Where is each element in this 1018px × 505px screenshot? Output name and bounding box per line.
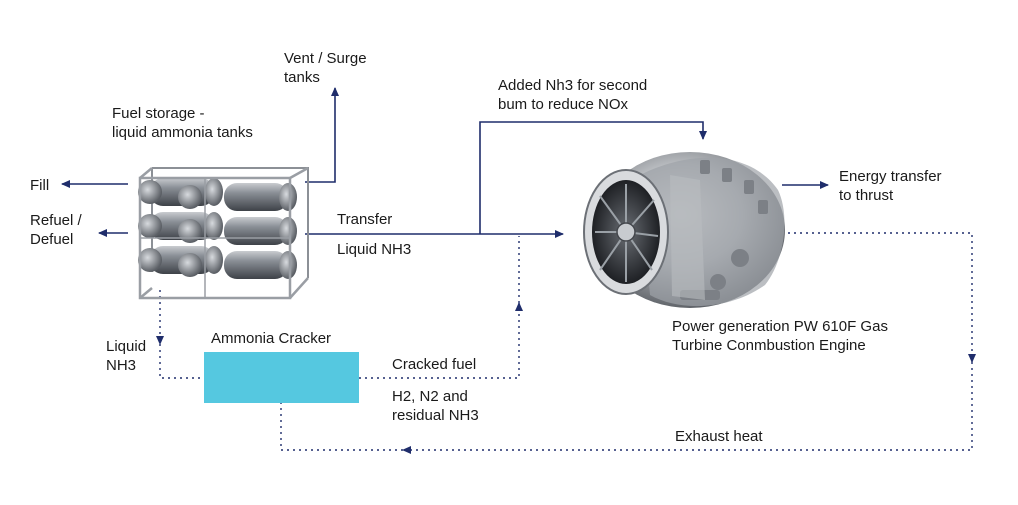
vent-surge-arrow	[305, 87, 339, 183]
ammonia-cracker-label: Ammonia Cracker	[211, 330, 332, 347]
ammonia-cracker-box	[204, 352, 359, 403]
added-nh3-arrow	[479, 121, 707, 234]
h2-n2-residual-label: H2, N2 and residual NH3	[392, 388, 479, 424]
fuel-storage-label: Fuel storage - liquid ammonia tanks	[112, 105, 253, 141]
ammonia-tank-rack-icon	[138, 166, 309, 300]
cracked-fuel-line	[359, 302, 523, 379]
exhaust-heat-label: Exhaust heat	[675, 428, 763, 445]
refuel-defuel-label: Refuel / Defuel	[30, 212, 82, 248]
power-generation-label: Power generation PW 610F Gas Turbine Con…	[672, 318, 888, 354]
exhaust-heat-line-c	[280, 403, 403, 451]
energy-transfer-label: Energy transfer to thrust	[839, 168, 942, 204]
exhaust-heat-line-a	[770, 232, 976, 363]
cracker-inlet-line	[159, 344, 204, 379]
liquid-nh3-cracker-label: Liquid NH3	[106, 338, 147, 374]
fill-label: Fill	[30, 177, 50, 194]
liquid-nh3-transfer-label: Liquid NH3	[337, 241, 412, 258]
added-nh3-label: Added Nh3 for second bum to reduce NOx	[498, 77, 648, 113]
transfer-label: Transfer	[337, 211, 393, 228]
vent-surge-label: Vent / Surge tanks	[284, 50, 367, 86]
gas-turbine-engine-icon	[583, 152, 785, 308]
cracked-fuel-label: Cracked fuel	[392, 356, 477, 373]
